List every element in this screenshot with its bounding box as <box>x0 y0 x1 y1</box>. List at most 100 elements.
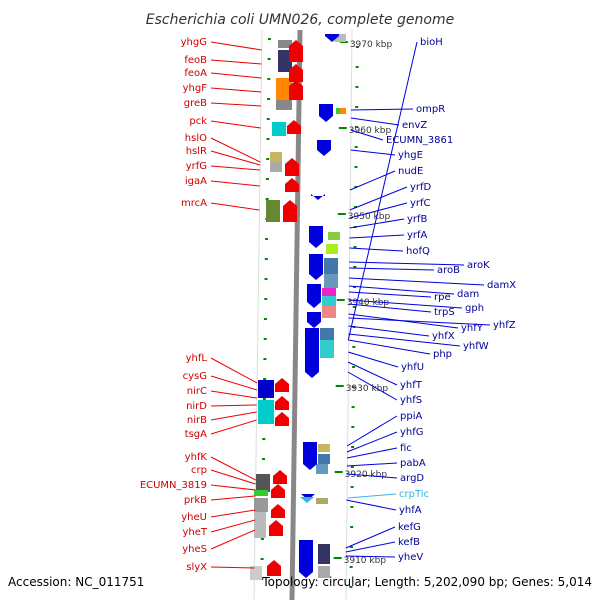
reverse-leader-line <box>350 129 384 141</box>
reverse-gene-block <box>320 340 334 358</box>
scale-label: 3960 kbp <box>349 126 392 136</box>
reverse-gene-label[interactable]: yhfS <box>400 395 422 406</box>
forward-leader-line <box>210 202 260 211</box>
forward-gene-label[interactable]: pck <box>189 116 207 127</box>
reverse-leader-line <box>348 325 430 337</box>
reverse-gene-block <box>322 296 336 306</box>
forward-gene-label[interactable]: prkB <box>184 495 207 506</box>
minor-tick-right <box>350 466 354 468</box>
forward-gene-label[interactable]: greB <box>184 98 207 109</box>
forward-gene-label[interactable]: crp <box>191 465 207 476</box>
reverse-gene-label[interactable]: yrfC <box>410 198 431 209</box>
forward-gene-label[interactable]: yheS <box>182 544 207 555</box>
reverse-gene-arrow <box>309 254 323 280</box>
forward-gene-label[interactable]: igaA <box>185 176 207 187</box>
reverse-gene-label[interactable]: envZ <box>402 120 427 131</box>
forward-gene-label[interactable]: mrcA <box>181 198 207 209</box>
minor-tick-left <box>267 58 271 60</box>
forward-gene-label[interactable]: nirD <box>186 401 207 412</box>
forward-gene-arrow <box>271 504 285 518</box>
reverse-gene-label[interactable]: kefB <box>398 537 420 548</box>
forward-gene-block <box>250 566 262 580</box>
reverse-gene-arrow <box>325 34 339 42</box>
minor-tick-left <box>260 538 264 540</box>
minor-tick-right <box>355 106 359 108</box>
reverse-gene-label[interactable]: yhfW <box>463 341 489 352</box>
forward-leader-line <box>210 165 261 171</box>
scale-label: 3940 kbp <box>347 298 390 308</box>
reverse-gene-label[interactable]: yhfY <box>461 323 484 334</box>
forward-gene-label[interactable]: hslR <box>186 146 207 157</box>
reverse-leader-line <box>346 447 398 459</box>
forward-gene-label[interactable]: nirC <box>187 386 207 397</box>
reverse-leader-line <box>350 117 400 126</box>
major-tick <box>333 557 342 559</box>
major-tick <box>335 385 344 387</box>
reverse-gene-label[interactable]: yrfA <box>407 230 428 241</box>
forward-leader-line <box>210 419 257 435</box>
reverse-gene-label[interactable]: yhfT <box>400 380 423 391</box>
reverse-gene-label[interactable]: ompR <box>416 104 445 115</box>
reverse-gene-label[interactable]: ECUMN_3861 <box>386 135 453 146</box>
reverse-gene-label[interactable]: argD <box>400 473 424 484</box>
minor-tick-left <box>263 378 267 380</box>
reverse-gene-label[interactable]: php <box>433 349 452 360</box>
reverse-gene-label[interactable]: yhfX <box>432 331 455 342</box>
minor-tick-left <box>267 38 271 40</box>
reverse-gene-label[interactable]: yrfB <box>407 214 428 225</box>
reverse-gene-label[interactable]: yhfA <box>399 505 422 516</box>
forward-gene-label[interactable]: yhgF <box>183 83 208 94</box>
minor-tick-right <box>353 246 357 248</box>
forward-gene-label[interactable]: hslO <box>185 133 207 144</box>
accession-text: Accession: NC_011751 <box>8 575 144 589</box>
minor-tick-right <box>350 526 354 528</box>
forward-gene-label[interactable]: yhfK <box>185 452 208 463</box>
reverse-gene-label[interactable]: dam <box>457 289 479 300</box>
reverse-gene-label[interactable]: fic <box>400 443 412 454</box>
scale-label: 3950 kbp <box>348 212 391 222</box>
reverse-gene-label[interactable]: ppiA <box>400 411 422 422</box>
forward-gene-label[interactable]: feoB <box>184 55 207 66</box>
rna-gene-label[interactable]: crpTic <box>399 489 429 500</box>
reverse-gene-label[interactable]: yhgE <box>398 150 423 161</box>
reverse-gene-label[interactable]: yheV <box>398 552 423 563</box>
forward-gene-label[interactable]: tsgA <box>185 429 207 440</box>
forward-gene-label[interactable]: yheU <box>181 512 207 523</box>
forward-gene-label[interactable]: ECUMN_3819 <box>140 480 207 491</box>
reverse-gene-label[interactable]: rpe <box>434 292 451 303</box>
forward-gene-label[interactable]: cysG <box>183 371 207 382</box>
forward-gene-label[interactable]: yhgG <box>181 37 207 48</box>
reverse-gene-label[interactable]: hofQ <box>406 246 430 257</box>
reverse-gene-label[interactable]: damX <box>487 280 516 291</box>
reverse-gene-label[interactable]: gph <box>465 303 484 314</box>
reverse-leader-line <box>346 473 398 479</box>
forward-gene-block <box>278 50 292 72</box>
minor-tick-left <box>267 78 271 80</box>
reverse-gene-label[interactable]: yhfU <box>401 362 424 373</box>
reverse-gene-block <box>320 328 334 340</box>
reverse-gene-label[interactable]: nudE <box>398 166 423 177</box>
reverse-gene-label[interactable]: kefG <box>398 522 421 533</box>
forward-gene-label[interactable]: yrfG <box>186 161 207 172</box>
forward-gene-arrow <box>273 470 287 484</box>
reverse-gene-label[interactable]: yhfZ <box>493 320 516 331</box>
reverse-leader-line <box>348 285 455 295</box>
forward-gene-label[interactable]: yheT <box>182 527 207 538</box>
forward-gene-block <box>276 100 292 110</box>
reverse-gene-label[interactable]: bioH <box>420 37 443 48</box>
forward-gene-label[interactable]: feoA <box>184 68 207 79</box>
guide-line-right <box>345 29 353 600</box>
minor-tick-right <box>350 486 354 488</box>
reverse-gene-label[interactable]: pabA <box>400 458 426 469</box>
reverse-gene-label[interactable]: aroB <box>437 265 460 276</box>
scale-label: 3920 kbp <box>345 470 388 480</box>
forward-gene-label[interactable]: slyX <box>186 562 207 573</box>
reverse-gene-label[interactable]: yrfD <box>410 182 432 193</box>
reverse-gene-label[interactable]: trpS <box>434 307 455 318</box>
reverse-gene-label[interactable]: aroK <box>467 260 490 271</box>
forward-leader-line <box>210 509 256 518</box>
reverse-gene-label[interactable]: yhfG <box>400 427 424 438</box>
forward-gene-label[interactable]: nirB <box>187 415 207 426</box>
forward-gene-label[interactable]: yhfL <box>186 353 208 364</box>
forward-gene-block <box>254 490 268 496</box>
